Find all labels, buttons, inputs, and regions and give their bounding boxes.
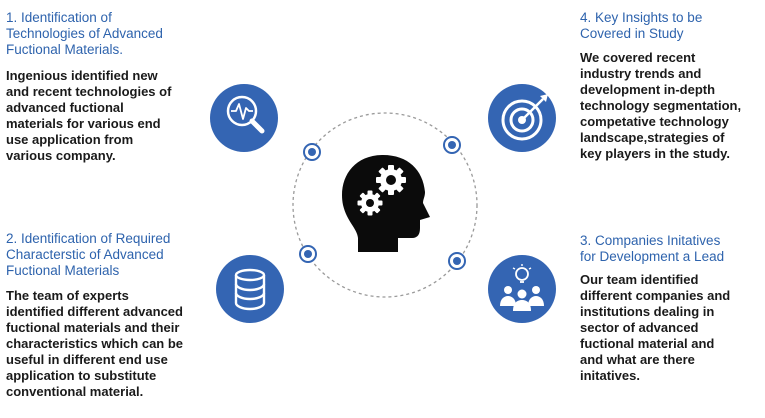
head-gears-icon: [342, 155, 430, 252]
team-idea-icon: [488, 255, 556, 323]
item-3-body: Our team identified different companies …: [580, 272, 731, 383]
item-1-body: Ingenious identified new and recent tech…: [6, 68, 172, 163]
magnifier-pulse-icon: [210, 84, 278, 152]
ring-dot-bottom-right: [448, 252, 466, 270]
ring-dot-bottom-left: [299, 245, 317, 263]
item-3-title: 3. Companies Initatives for Development …: [580, 233, 725, 264]
item-4-body: We covered recent industry trends and de…: [580, 50, 742, 161]
target-icon: [488, 84, 556, 152]
ring-dot-top-right: [443, 136, 461, 154]
database-icon: [216, 255, 284, 323]
ring-dot-top-left: [303, 143, 321, 161]
item-1-title: 1. Identification of Technologies of Adv…: [6, 10, 163, 57]
item-4-title: 4. Key Insights to be Covered in Study: [580, 10, 703, 41]
item-2-title: 2. Identification of Required Characters…: [6, 231, 171, 278]
dashed-ring: [292, 112, 478, 298]
item-2-body: The team of experts identified different…: [6, 288, 184, 399]
